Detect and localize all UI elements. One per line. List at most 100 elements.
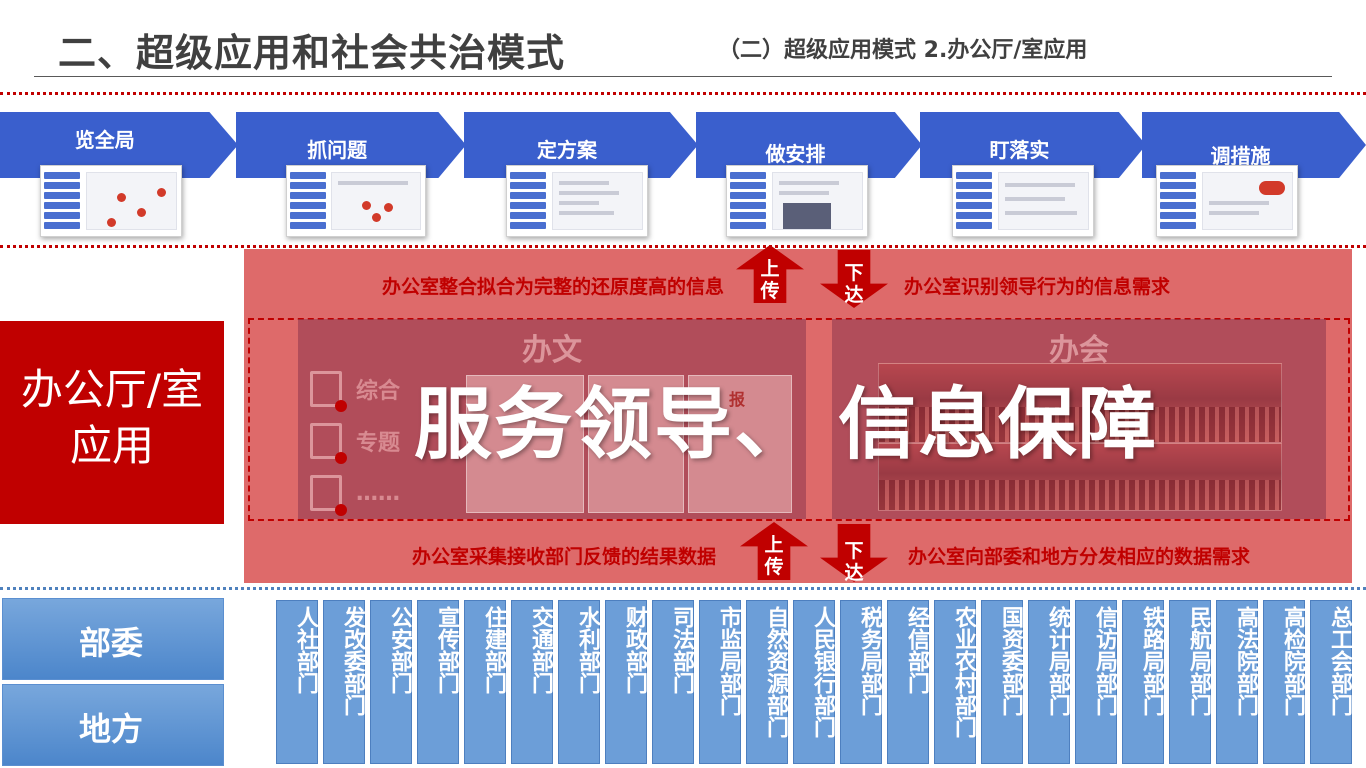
download-label: 下达 [844, 262, 864, 306]
department-box [934, 600, 976, 764]
department-label: 民航局部门 [1186, 606, 1211, 716]
step-label: 盯落实 [989, 138, 1050, 162]
department-box [699, 600, 741, 764]
department-label: 人社部门 [293, 606, 318, 694]
report-thumbnail [466, 375, 584, 513]
band-text-bottom-right: 办公室向部委和地方分发相应的数据需求 [908, 546, 1251, 568]
department-label: 市监局部门 [716, 606, 741, 716]
thumbnail-set-plan [506, 165, 648, 237]
department-box [1263, 600, 1305, 764]
title-divider [34, 76, 1332, 77]
department-label: 税务局部门 [857, 606, 882, 716]
meeting-hall-photo [878, 443, 1282, 511]
department-label: 财政部门 [622, 606, 647, 694]
overlay-text-serve-leaders: 服务领导、 [414, 380, 815, 470]
step-label: 做安排 [765, 142, 826, 166]
department-box [605, 600, 647, 764]
department-box [981, 600, 1023, 764]
department-label: 发改委部门 [340, 606, 365, 716]
department-box [1122, 600, 1164, 764]
department-box [276, 600, 318, 764]
dotted-divider-middle [0, 245, 1366, 248]
department-label: 住建部门 [481, 606, 506, 694]
department-label: 总工会部门 [1327, 606, 1352, 716]
document-icon [310, 371, 347, 412]
department-box [1310, 600, 1352, 764]
department-box [887, 600, 929, 764]
department-box [1028, 600, 1070, 764]
report-thumbnail [588, 375, 684, 513]
document-icon [310, 423, 347, 464]
side-label: 办公厅/室应用 [20, 365, 204, 470]
thumbnail-sidebar [44, 172, 81, 232]
department-box [417, 600, 459, 764]
department-label: 交通部门 [528, 606, 553, 694]
department-label: 农业农村部门 [951, 606, 976, 738]
department-label: 高法院部门 [1233, 606, 1258, 716]
step-label: 调措施 [1210, 144, 1271, 168]
department-box [511, 600, 553, 764]
panel-document-handling: 办文 综合 专题 …… 报 [298, 319, 806, 519]
department-label: 宣传部门 [434, 606, 459, 694]
step-label: 抓问题 [307, 138, 368, 162]
step-label: 览全局 [74, 128, 135, 152]
page-title: 二、超级应用和社会共治模式 [58, 31, 566, 75]
department-label: 国资委部门 [998, 606, 1023, 716]
department-box [652, 600, 694, 764]
department-label: 公安部门 [387, 606, 412, 694]
band-text-top-right: 办公室识别领导行为的信息需求 [904, 276, 1171, 298]
dotted-divider-top [0, 92, 1366, 95]
department-box [323, 600, 365, 764]
department-box [558, 600, 600, 764]
upload-label: 上传 [764, 534, 784, 578]
thumbnail-overview [40, 165, 182, 237]
department-label: 铁路局部门 [1139, 606, 1164, 716]
department-label: 自然资源部门 [763, 606, 788, 738]
band-text-top-left: 办公室整合拟合为完整的还原度高的信息 [382, 276, 725, 298]
report-label: 报 [729, 390, 746, 409]
step-label: 定方案 [536, 138, 597, 162]
thumbnail-follow-up [952, 165, 1094, 237]
panel-title: 办文 [522, 333, 582, 368]
thumbnail-find-problem [286, 165, 426, 237]
department-box [1216, 600, 1258, 764]
band-text-bottom-left: 办公室采集接收部门反馈的结果数据 [412, 546, 717, 568]
department-label: 水利部门 [575, 606, 600, 694]
panel-title: 办会 [1049, 333, 1109, 368]
panel-item-more: …… [310, 475, 400, 516]
thumbnail-adjust [1156, 165, 1298, 237]
department-box [793, 600, 835, 764]
document-icon [310, 475, 347, 516]
department-box [1075, 600, 1117, 764]
category-label: 部委 [78, 624, 143, 662]
department-label: 经信部门 [904, 606, 929, 694]
overlay-text-info-guarantee: 信息保障 [838, 380, 1159, 470]
department-box [1169, 600, 1211, 764]
department-label: 司法部门 [669, 606, 694, 694]
report-thumbnail: 报 [688, 375, 792, 513]
meeting-hall-photo [878, 363, 1282, 443]
department-box [746, 600, 788, 764]
upload-label: 上传 [760, 258, 780, 302]
category-ministries [2, 598, 224, 680]
dotted-divider-bottom [0, 587, 1366, 590]
side-box-office-app [0, 321, 224, 524]
department-box [464, 600, 506, 764]
thumbnail-arrange [726, 165, 868, 237]
department-box [370, 600, 412, 764]
department-label: 高检院部门 [1280, 606, 1305, 716]
panel-item-special: 专题 [310, 423, 400, 464]
department-label: 统计局部门 [1045, 606, 1070, 716]
panel-meeting-handling: 办会 [832, 319, 1326, 519]
category-label: 地方 [78, 710, 143, 748]
department-box [840, 600, 882, 764]
department-label: 人民银行部门 [810, 606, 835, 738]
panel-item-comprehensive: 综合 [310, 371, 400, 412]
thumbnail-map [85, 172, 177, 230]
meeting-photo [782, 203, 831, 229]
download-label: 下达 [844, 540, 864, 584]
category-local [2, 684, 224, 766]
department-label: 信访局部门 [1092, 606, 1117, 716]
page-subtitle: （二）超级应用模式 2.办公厅/室应用 [718, 38, 1088, 63]
